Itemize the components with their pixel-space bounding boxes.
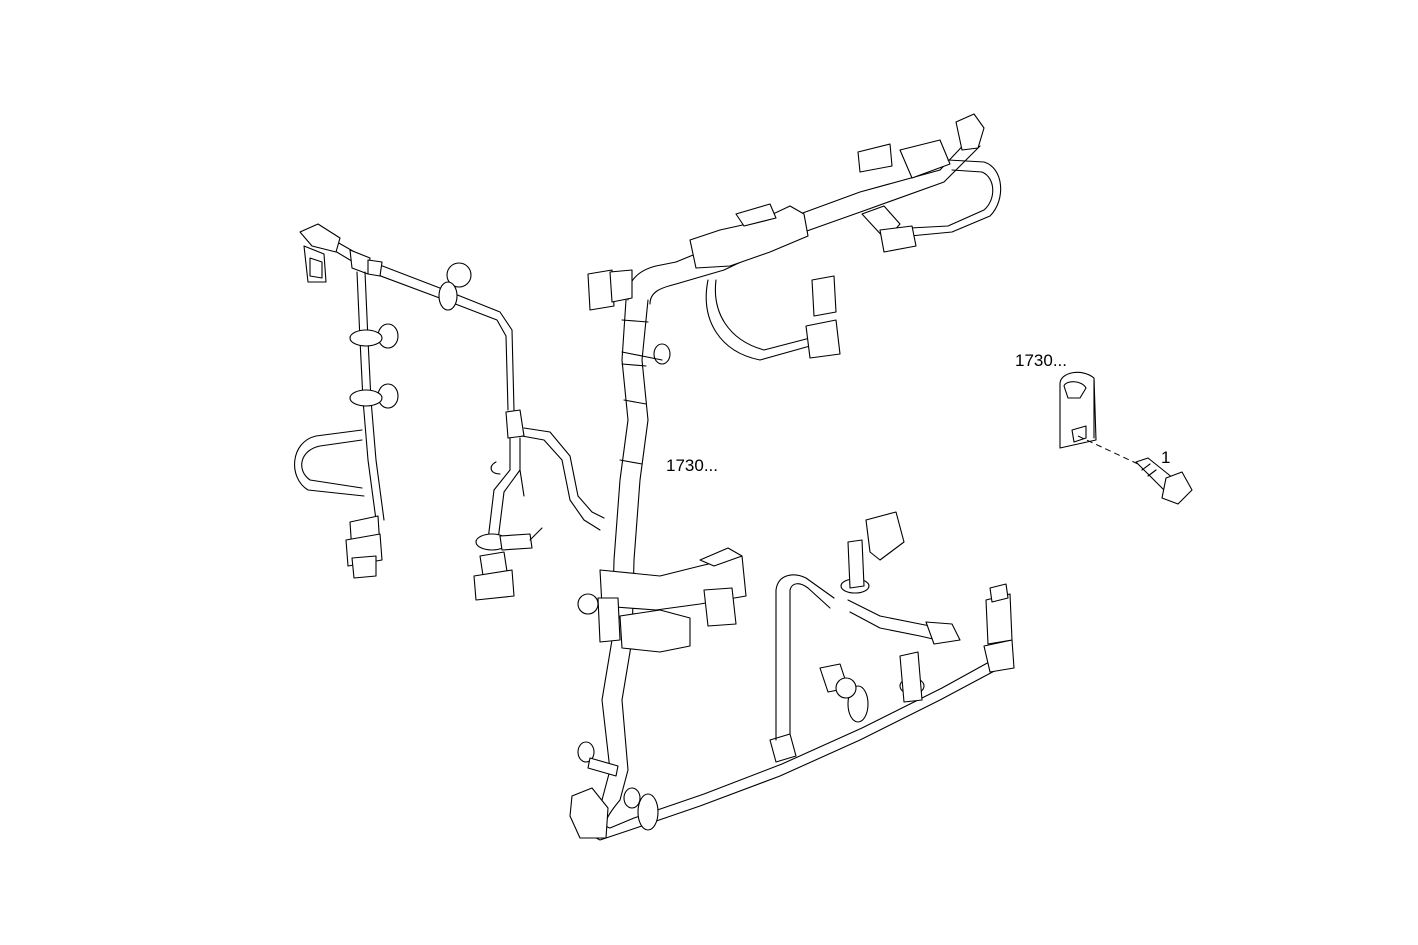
main-trunk [577, 261, 747, 801]
connector-riser-top [840, 511, 905, 594]
clip-lower-left [577, 741, 619, 777]
clip-junction-left [577, 593, 599, 615]
bolt-axis [1077, 435, 1139, 465]
clip-3 [475, 527, 543, 551]
bolt-ref-label: 1 [1161, 448, 1170, 467]
connector-top-right [857, 113, 985, 179]
lower-branch [569, 511, 1015, 841]
bolt [1135, 457, 1193, 505]
grommet-upper [438, 262, 472, 311]
clip-2 [349, 383, 399, 409]
center-left-branch [473, 409, 605, 601]
clip-lower-right [899, 651, 925, 703]
junction-block [597, 547, 747, 653]
clip-trunk [621, 343, 671, 365]
harness-ref-label: 1730... [666, 456, 718, 475]
clip-ref-label: 1730... [1015, 351, 1067, 370]
left-branch [294, 223, 515, 579]
clip-1 [349, 323, 399, 349]
clip-bracket [1059, 371, 1097, 449]
clip-lower-mid [819, 663, 869, 723]
upper-right-branch [675, 113, 1002, 361]
connector-top-left [299, 223, 341, 283]
connector-trunk-top [587, 269, 633, 311]
connector-bottom-left [345, 515, 383, 579]
connector-upper-mid [805, 275, 841, 359]
connector-lower-right [983, 583, 1015, 673]
connector-center-left [473, 551, 515, 601]
connector-right-loop [861, 205, 917, 253]
grommet-lower [623, 787, 659, 831]
